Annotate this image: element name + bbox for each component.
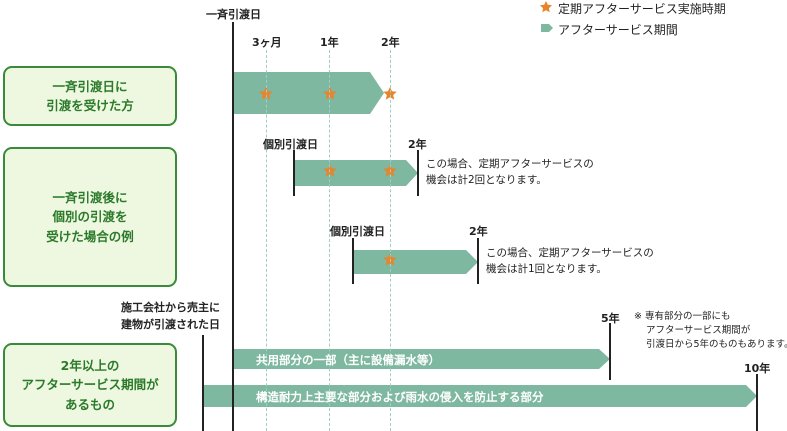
row2-label-line3: 受けた場合の例: [46, 228, 134, 244]
row2a-note: この場合、定期アフターサービスの 機会は計2回となります。: [426, 157, 594, 189]
builder-handover-line: [202, 335, 204, 431]
row3-bar2-text: 構造耐力上主要な部分および雨水の侵入を防止する部分: [256, 390, 544, 404]
handover-day-label: 一斉引渡日: [206, 8, 261, 21]
row2a-end-label: 2年: [408, 138, 427, 151]
row3-10year-label: 10年: [744, 362, 771, 375]
row3-5year-label: 5年: [601, 312, 620, 325]
builder-note-line1: 施工会社から売主に: [121, 301, 220, 314]
row1-label-line2: 引渡を受けた方: [46, 98, 134, 113]
row3-10year-line: [756, 374, 758, 431]
footnote-line1: ※ 専有部分の一部にも: [634, 311, 731, 322]
row2-label-line1: 一斉引渡後に: [52, 189, 128, 205]
row2b-note-line1: この場合、定期アフターサービスの: [486, 247, 654, 259]
row3-label-box: 2年以上の アフターサービス期間が あるもの: [3, 343, 177, 427]
row1-label-line1: 一斉引渡日に: [52, 78, 128, 94]
row3-bar2-arrow: [203, 385, 757, 407]
row2a-arrow: [294, 160, 418, 186]
legend-star-label: 定期アフターサービス実施時期: [558, 2, 726, 16]
row2-label-line2: 個別の引渡を: [52, 209, 128, 225]
row3-5year-line: [609, 323, 611, 380]
legend-arrow-label: アフターサービス期間: [558, 23, 678, 37]
guide-2years: [390, 50, 391, 431]
tick-1year: 1年: [320, 36, 339, 49]
row2a-end-line: [417, 150, 419, 196]
footnote-line3: 引渡日から5年のものもあります。: [646, 338, 787, 350]
row2a-start-line: [293, 150, 295, 196]
row3-label-line3: あるもの: [64, 396, 115, 412]
legend-arrow-icon: [541, 24, 553, 32]
builder-handover-note: 施工会社から売主に 建物が引渡された日: [121, 300, 220, 333]
row2a-start-label: 個別引渡日: [263, 138, 318, 151]
handover-day-line: [232, 22, 234, 431]
star-icon: [323, 87, 337, 100]
row3-footnote: ※ 専有部分の一部にも アフターサービス期間が 引渡日から5年のものもあります。: [634, 310, 787, 351]
row2b-end-label: 2年: [469, 225, 488, 238]
guide-1year: [329, 50, 330, 431]
row2-label-box: 一斉引渡後に 個別の引渡を 受けた場合の例: [3, 147, 177, 287]
row2a-note-line2: 機会は計2回となります。: [426, 173, 547, 186]
tick-2years: 2年: [381, 36, 400, 49]
row3-bar1-text: 共用部分の一部（主に設備漏水等）: [256, 353, 440, 367]
row1-arrow: [233, 72, 384, 114]
footnote-line2: アフターサービス期間が: [646, 324, 751, 336]
row3-label-line2: アフターサービス期間が: [21, 377, 159, 393]
row2a-note-line1: この場合、定期アフターサービスの: [426, 158, 594, 170]
row3-label-line1: 2年以上の: [60, 357, 120, 373]
row2b-note-line2: 機会は計1回となります。: [486, 262, 607, 275]
row2b-note: この場合、定期アフターサービスの 機会は計1回となります。: [486, 246, 654, 278]
legend-star-icon: [540, 1, 552, 13]
row2b-arrow: [353, 250, 478, 274]
row2b-start-line: [352, 238, 354, 284]
builder-note-line2: 建物が引渡された日: [121, 317, 220, 331]
row3-bar1-arrow: [233, 349, 610, 369]
row2b-start-label: 個別引渡日: [330, 225, 385, 238]
tick-3months: 3ヶ月: [252, 36, 282, 49]
guide-3months: [266, 50, 267, 431]
row2b-end-line: [477, 238, 479, 284]
row1-label-box: 一斉引渡日に 引渡を受けた方: [3, 66, 177, 126]
star-icon: [323, 164, 337, 177]
